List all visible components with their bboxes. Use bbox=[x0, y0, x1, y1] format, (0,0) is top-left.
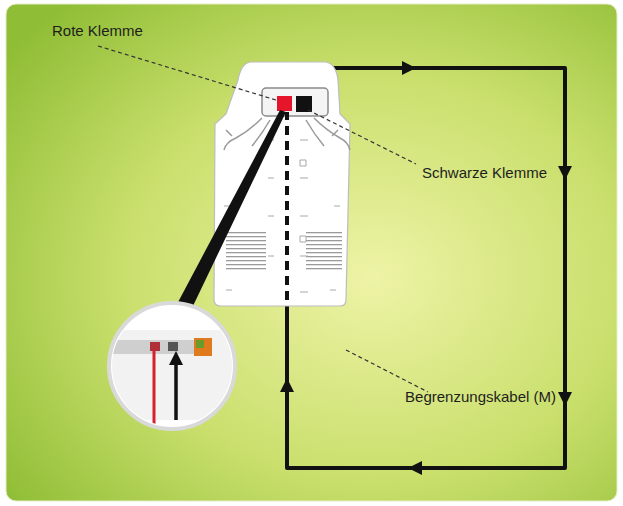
red-terminal bbox=[277, 96, 292, 111]
station-marks bbox=[224, 140, 340, 292]
callout-label: Rote Klemme bbox=[50, 22, 145, 40]
terminal-housing bbox=[262, 88, 328, 116]
callout-label: Schwarze Klemme bbox=[420, 164, 549, 182]
background bbox=[6, 4, 617, 501]
callout-label: Begrenzungskabel (M) bbox=[403, 388, 558, 406]
zoom-detail bbox=[110, 330, 240, 430]
black-terminal bbox=[296, 96, 312, 112]
zoom-wedge bbox=[176, 110, 286, 308]
leader-line bbox=[98, 46, 428, 392]
station-grille bbox=[306, 232, 342, 272]
charging-station bbox=[214, 62, 350, 306]
hidden-wire bbox=[285, 112, 289, 300]
station-grille bbox=[226, 232, 266, 272]
